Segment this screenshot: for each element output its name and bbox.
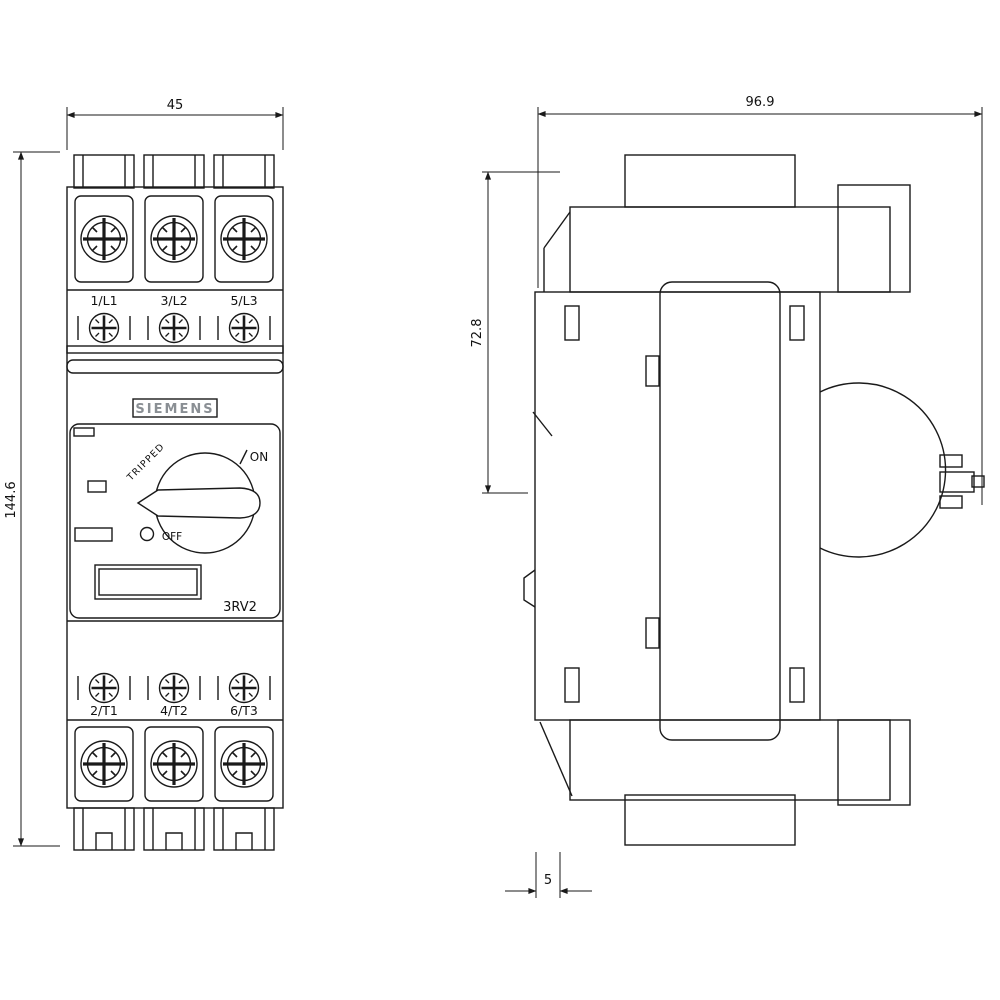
model-label: 3RV2 — [223, 600, 257, 615]
vent-slots — [564, 305, 805, 703]
front-band-thin — [66, 345, 284, 354]
terminal-label-6T3: 6/T3 — [230, 703, 258, 718]
off-position-dot — [139, 526, 155, 542]
brand-box — [132, 398, 218, 418]
screw-icon — [88, 312, 120, 344]
on-position-marker — [239, 449, 248, 465]
screw-icon — [219, 214, 269, 264]
control-face-plate — [69, 423, 281, 619]
reset-window — [74, 527, 113, 542]
vent-slot — [645, 617, 660, 649]
side-top-left-chamfer — [543, 211, 571, 292]
on-label: ON — [250, 450, 268, 464]
front-bottom-terminal-block — [67, 719, 283, 802]
screw-icon — [79, 214, 129, 264]
vent-slot — [564, 305, 580, 341]
side-rear-panel-top — [837, 184, 911, 293]
side-knob-profile — [819, 382, 947, 558]
din-rail-latch-line — [532, 411, 553, 437]
terminal-label-3L2: 3/L2 — [160, 293, 187, 308]
dimension-side-width — [537, 107, 983, 505]
screw-icon — [149, 214, 199, 264]
front-top-terminal-block — [67, 195, 283, 291]
side-center-channel — [659, 281, 781, 741]
side-top-block — [569, 206, 891, 293]
brand-label: SIEMENS — [135, 402, 214, 417]
nameplate-window-inner — [98, 568, 198, 596]
side-shaft — [939, 454, 985, 509]
terminal-label-5L3: 5/L3 — [230, 293, 257, 308]
screw-icon — [228, 672, 260, 704]
terminal-label-2T1: 2/T1 — [90, 703, 118, 718]
screw-icon — [149, 739, 199, 789]
front-lower-clamp-screws — [77, 672, 271, 704]
front-view-drawing — [66, 154, 284, 851]
dimension-side-offset — [505, 852, 592, 898]
screw-icon — [158, 312, 190, 344]
side-main-body — [534, 291, 821, 721]
screw-icon — [79, 739, 129, 789]
vent-slot — [789, 667, 805, 703]
tripped-label: TRIPPED — [125, 441, 168, 484]
dimension-side-height — [482, 171, 560, 494]
face-marker-window — [73, 427, 95, 437]
front-width-dim-label: 45 — [167, 98, 184, 113]
vent-slot — [564, 667, 580, 703]
vent-slot — [789, 305, 805, 341]
terminal-label-1L1: 1/L1 — [90, 293, 117, 308]
side-top-tab — [624, 154, 796, 208]
side-offset-dim-label: 5 — [544, 873, 552, 888]
side-view-drawing — [523, 154, 985, 846]
knob-handle — [136, 487, 261, 519]
screw-icon — [88, 672, 120, 704]
trip-indicator-window — [87, 480, 107, 493]
screw-icon — [219, 739, 269, 789]
dimension-front-height — [13, 151, 60, 847]
screw-icon — [158, 672, 190, 704]
front-band-round — [66, 359, 284, 374]
din-hook-notch — [523, 569, 536, 608]
front-top-tabs — [73, 154, 275, 189]
side-bottom-tab — [624, 794, 796, 846]
off-label: OFF — [162, 531, 182, 543]
side-bottom-block — [569, 719, 891, 801]
front-upper-clamp-screws — [77, 312, 271, 344]
vent-slot — [645, 355, 660, 387]
side-width-dim-label: 96.9 — [746, 95, 775, 110]
side-height-dim-label: 72.8 — [470, 319, 485, 348]
nameplate-window — [94, 564, 202, 600]
side-rear-panel-bottom — [837, 719, 911, 806]
terminal-label-4T2: 4/T2 — [160, 703, 188, 718]
front-height-dim-label: 144.6 — [4, 481, 19, 518]
front-bottom-tabs — [73, 807, 275, 851]
dimension-front-width — [66, 107, 284, 150]
side-bottom-left-chamfer — [539, 721, 573, 797]
screw-icon — [228, 312, 260, 344]
